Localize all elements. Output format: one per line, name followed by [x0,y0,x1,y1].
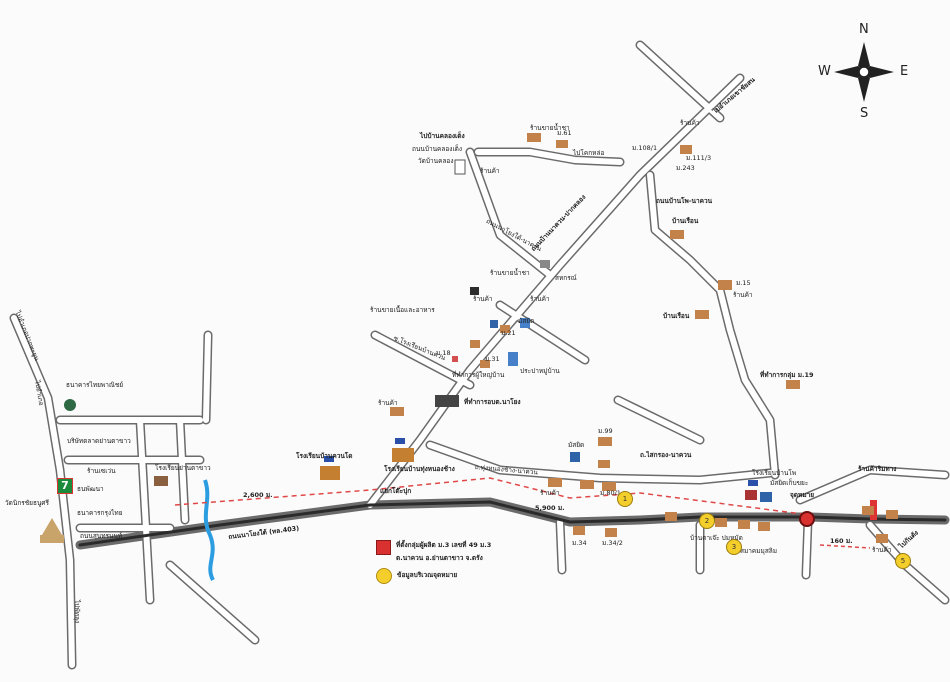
roads [9,40,950,670]
house-row-label-1: บ้านเรือน [672,217,699,225]
right-shop-label: ร้านค้าริมทาง [858,465,897,473]
pagoda-temple-label: ที่ทำการอบต.นาโยง [464,398,521,406]
school-rural-label: โรงเรียนบ้านควนโด [296,452,353,460]
shop-label-5: ร้านค้า [480,167,500,175]
hall-19-label: ที่ทำการกลุ่ม ม.19 [760,371,814,379]
route-dashed [174,477,811,516]
m807-label: ม.80/1 [600,489,621,497]
school-village-label: โรงเรียนบ้านทุ่งหนองช้าง [384,465,455,473]
dest-label: จุดหมาย [790,491,815,499]
river [203,479,215,581]
m18-label: ม.18 [436,349,451,357]
store-label: ธนพัฒนา [77,485,104,493]
mosque-label: มัสยิด [518,317,535,325]
company-label: บริษัทตลาดย่านตาขาว [67,437,131,445]
road-right [645,170,780,480]
compass-east: E [900,64,909,79]
to-yan-ta-khao-label: ไปพัทลุง [73,600,81,624]
road-diagonal-main [365,73,745,510]
house-row-label-2: บ้านเรือน [663,312,690,320]
m99-label: ม.99 [598,427,613,435]
m31-label: ม.31 [485,355,500,363]
destination-marker-icon [799,511,815,527]
compass: N S E W [818,22,910,122]
compass-north: N [859,22,869,37]
hall-label: ที่ทำการผู้ใหญ่บ้าน [452,371,505,379]
shop-group-label: ร้านขายเนื้อและอาหาร [370,306,435,314]
wat-top-label: วัดบ้านคลอง [418,157,454,165]
temple-icon [42,518,62,535]
m21-label: ม.21 [501,329,516,337]
water-label: ประปาหมู่บ้าน [520,367,560,375]
legend-red-square-icon [376,540,391,555]
dist-160-label: 160 ม. [830,537,853,545]
building-markers [40,133,898,543]
shop-label-1: ร้านค้า [473,295,493,303]
road-top-label: ถนนบ้านคลองเต็ง [412,145,463,153]
near-house2-label: สมาคมมุสลิม [740,547,778,555]
school-yan-label: โรงเรียนย่านตาขาว [155,464,211,472]
nanual-label: ไปโคกหล่อ [573,149,605,157]
school-right-label: โรงเรียนบ้านโพ [752,469,797,477]
compass-west: W [818,64,831,79]
shop-label-7: ร้านค้า [733,291,753,299]
m108-label: ม.108/1 [632,144,658,152]
bank-thai-label: ธนาคารไทยพาณิชย์ [66,381,124,389]
wat-label: วัดนิกรชัยธนูศรี [5,499,49,507]
road-top2-label: ไปบ้านคลองเต็ง [420,132,465,140]
legend-red-line2: ต.นาควน อ.ย่านตาขาว จ.ตรัง [396,554,483,562]
mosque-village-label: มัสยิด [568,441,585,449]
m61-label: ม.61 [557,129,572,137]
road-main-left-label: ถนนสุนทรนนท์ [80,532,123,540]
highway-core [78,500,947,547]
sign-top-label: ร้านขายน้ำชา [530,124,570,132]
shop-label-3: ร้านค้า [378,399,398,407]
rubber-label: สหกรณ์ [555,274,577,282]
near-house-label: บ้านตาเจ๊ะ ปมหมัด [690,534,743,542]
bank-icon [64,399,76,411]
road-river-label: ถ.ไสกรอง-นาควน [640,451,692,459]
dist-2600-label: 2,600 ม. [243,491,273,499]
junction-label: แยกโต๊ะปุก [380,487,412,495]
spot-3: 3 [726,539,742,555]
spot-5: 5 [895,553,911,569]
legend-red-line1: ที่ตั้งกลุ่มผู้ผลิต ม.3 เลขที่ 49 ม.3 [396,541,492,549]
shop-label-2: ร้านค้า [530,295,550,303]
legend-yellow-circle-icon [376,568,392,584]
shop-label-6: ร้านค้า [680,119,700,127]
coffee-label: ร้านขายน้ำชา [490,269,530,277]
dist-5900-label: 5,900 ม. [535,504,565,512]
shop-label-4: ร้านค้า [540,489,560,497]
route-dashed-right [819,544,871,549]
wat-right-label: มัสยิดเก็บขยะ [770,479,809,487]
compass-south: S [860,106,869,121]
legend-yellow-label: ข้อมูลบริเวณจุดหมาย [397,571,458,579]
compass-rose-icon [834,42,894,102]
market-label: ร้านเซเว่น [87,467,116,475]
shop-label-8: ร้านค้า [872,546,892,554]
m111-label: ม.111/3 [686,154,712,162]
spot-2: 2 [699,513,715,529]
seven-eleven-icon: 7 [57,478,73,494]
m243-label: ม.243 [676,164,695,172]
m342-label: ม.34/2 [602,539,623,547]
m15-label: ม.15 [736,279,751,287]
m34-label: ม.34 [572,539,587,547]
bank2-label: ธนาคารกรุงไทย [77,509,123,517]
road-right-label: ถนนบ้านโพ-นาควน [656,197,713,205]
spot-1: 1 [617,491,633,507]
